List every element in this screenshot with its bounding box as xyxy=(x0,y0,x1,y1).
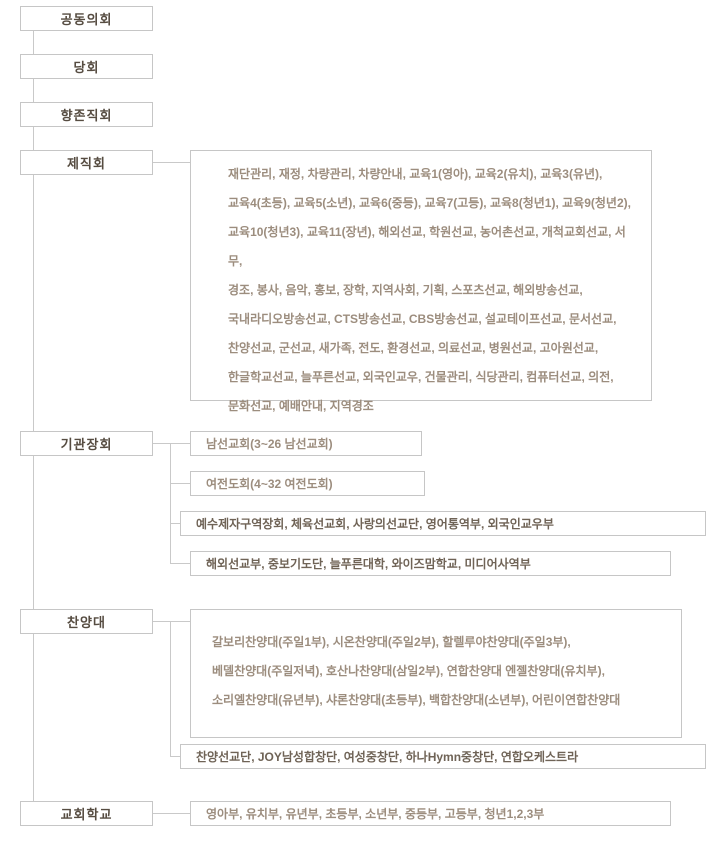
department-line: 문화선교, 예배안내, 지역경조 xyxy=(228,399,374,413)
node-org-heads-council: 기관장회 xyxy=(20,431,153,456)
stub-org-heads-2 xyxy=(170,483,190,484)
group-label: 예수제자구역장회, 체육선교회, 사랑의선교단, 영어통역부, 외국인교우부 xyxy=(196,517,554,531)
group-label: 영아부, 유치부, 유년부, 초등부, 소년부, 중등부, 고등부, 청년1,2… xyxy=(206,807,545,821)
node-label: 당회 xyxy=(73,60,100,75)
connector-choir xyxy=(153,621,190,622)
deacons-departments-box: 재단관리, 재정, 차량관리, 차량안내, 교육1(영아), 교육2(유치), … xyxy=(190,150,652,413)
node-joint-assembly: 공동의회 xyxy=(20,6,153,31)
branch-org-heads xyxy=(170,443,171,564)
department-line: 경조, 봉사, 음악, 홍보, 장학, 지역사회, 기획, 스포츠선교, 해외방… xyxy=(228,283,583,297)
overseas-mission-box: 해외선교부, 중보기도단, 늘푸른대학, 와이즈맘학교, 미디어사역부 xyxy=(190,551,671,576)
church-school-box: 영아부, 유치부, 유년부, 초등부, 소년부, 중등부, 고등부, 청년1,2… xyxy=(190,801,671,826)
connector-school xyxy=(153,813,190,814)
choir-line: 베델찬양대(주일저녁), 호산나찬양대(삼일2부), 연합찬양대 엔젤찬양대(유… xyxy=(212,664,605,678)
node-label: 향존직회 xyxy=(60,108,113,123)
node-deacons-board: 제직회 xyxy=(20,150,153,175)
node-choir: 찬양대 xyxy=(20,609,153,634)
branch-choir xyxy=(170,621,171,757)
ensembles-box: 찬양선교단, JOY남성합창단, 여성중창단, 하나Hymn중창단, 연합오케스… xyxy=(180,744,706,769)
department-line: 국내라디오방송선교, CTS방송선교, CBS방송선교, 설교테이프선교, 문서… xyxy=(228,312,617,326)
stub-choir-2 xyxy=(170,756,180,757)
choir-line: 갈보리찬양대(주일1부), 시온찬양대(주일2부), 할렐루야찬양대(주일3부)… xyxy=(212,635,571,649)
department-line: 교육4(초등), 교육5(소년), 교육6(중등), 교육7(고등), 교육8(… xyxy=(228,196,631,210)
spine-connector xyxy=(33,31,34,801)
node-session: 당회 xyxy=(20,54,153,79)
node-church-school: 교회학교 xyxy=(20,801,153,826)
connector-deacons xyxy=(153,162,190,163)
group-label: 찬양선교단, JOY남성합창단, 여성중창단, 하나Hymn중창단, 연합오케스… xyxy=(196,750,579,764)
department-line: 찬양선교, 군선교, 새가족, 전도, 환경선교, 의료선교, 병원선교, 고아… xyxy=(228,341,599,355)
node-label: 제직회 xyxy=(67,156,106,171)
node-label: 찬양대 xyxy=(67,615,106,630)
node-label: 기관장회 xyxy=(60,437,113,452)
node-label: 공동의회 xyxy=(60,12,113,27)
department-line: 교육10(청년3), 교육11(장년), 해외선교, 학원선교, 농어촌선교, … xyxy=(228,225,626,268)
node-permanent-officers: 향존직회 xyxy=(20,102,153,127)
group-label: 해외선교부, 중보기도단, 늘푸른대학, 와이즈맘학교, 미디어사역부 xyxy=(206,557,531,571)
group-label: 여전도회(4~32 여전도회) xyxy=(206,477,333,491)
choirs-box: 갈보리찬양대(주일1부), 시온찬양대(주일2부), 할렐루야찬양대(주일3부)… xyxy=(190,609,682,738)
group-label: 남선교회(3~26 남선교회) xyxy=(206,437,333,451)
choir-line: 소리엘찬양대(유년부), 샤론찬양대(초등부), 백합찬양대(소년부), 어린이… xyxy=(212,693,621,707)
node-label: 교회학교 xyxy=(60,807,113,822)
stub-org-heads-3 xyxy=(170,523,180,524)
department-line: 한글학교선교, 늘푸른선교, 외국인교우, 건물관리, 식당관리, 컴퓨터선교,… xyxy=(228,370,614,384)
womens-mission-box: 여전도회(4~32 여전도회) xyxy=(190,471,425,496)
department-line: 재단관리, 재정, 차량관리, 차량안내, 교육1(영아), 교육2(유치), … xyxy=(228,167,603,181)
connector-org-heads xyxy=(153,443,190,444)
district-leaders-box: 예수제자구역장회, 체육선교회, 사랑의선교단, 영어통역부, 외국인교우부 xyxy=(180,511,706,536)
stub-org-heads-4 xyxy=(170,563,190,564)
mens-mission-box: 남선교회(3~26 남선교회) xyxy=(190,431,422,456)
